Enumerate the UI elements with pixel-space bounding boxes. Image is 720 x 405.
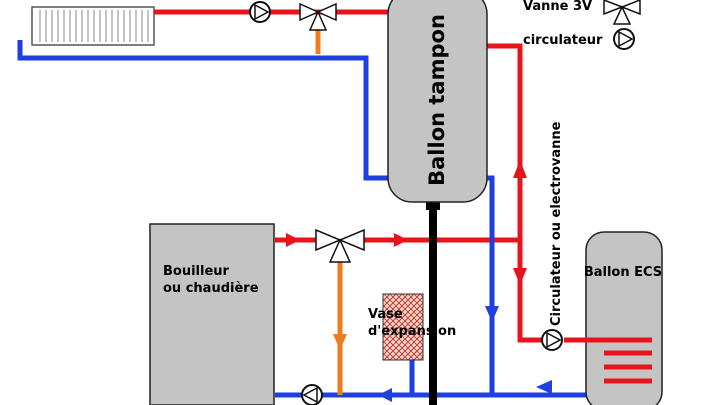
boiler: Bouilleur ou chaudière bbox=[149, 223, 275, 405]
pipe-hot-dhw-supply bbox=[487, 43, 548, 343]
valve-3v-boiler bbox=[315, 228, 365, 263]
buffer-tank-label: Ballon tampon bbox=[425, 14, 449, 186]
mix-flow-arrow bbox=[333, 334, 347, 350]
pipe-cold-radiator-return bbox=[17, 40, 392, 181]
pump-dhw-circuit bbox=[541, 329, 563, 351]
legend-valve-icon bbox=[603, 0, 641, 25]
legend-valve-label: Vanne 3V bbox=[523, 0, 592, 14]
legend: Vanne 3V circulateur bbox=[523, 0, 641, 50]
return-flow-arrows bbox=[378, 306, 552, 402]
flue-pipe bbox=[426, 198, 440, 405]
expansion-label-line1: Vase bbox=[368, 307, 403, 322]
pump-or-valve-note: Circulateur ou electrovanne bbox=[549, 121, 564, 326]
pump-boiler-circuit bbox=[301, 384, 323, 405]
valve-3v-radiator bbox=[299, 2, 337, 31]
legend-pump-label: circulateur bbox=[523, 33, 603, 48]
dhw-flow-arrows bbox=[513, 160, 527, 285]
dhw-tank: Ballon ECS bbox=[564, 231, 663, 405]
boiler-label-line2: ou chaudière bbox=[163, 281, 259, 296]
radiator bbox=[31, 6, 155, 46]
dhw-heat-exchanger-coil bbox=[564, 337, 652, 384]
pump-radiator-circuit bbox=[249, 1, 271, 23]
expansion-label-line2: d'expansion bbox=[368, 324, 456, 339]
dhw-tank-label: Ballon ECS bbox=[584, 265, 662, 280]
boiler-label-line1: Bouilleur bbox=[163, 264, 230, 279]
buffer-tank: Ballon tampon bbox=[387, 0, 488, 203]
expansion-vessel: Vase d'expansion bbox=[368, 293, 456, 361]
boiler-flow-arrows bbox=[286, 233, 408, 247]
legend-pump-icon bbox=[613, 28, 635, 50]
